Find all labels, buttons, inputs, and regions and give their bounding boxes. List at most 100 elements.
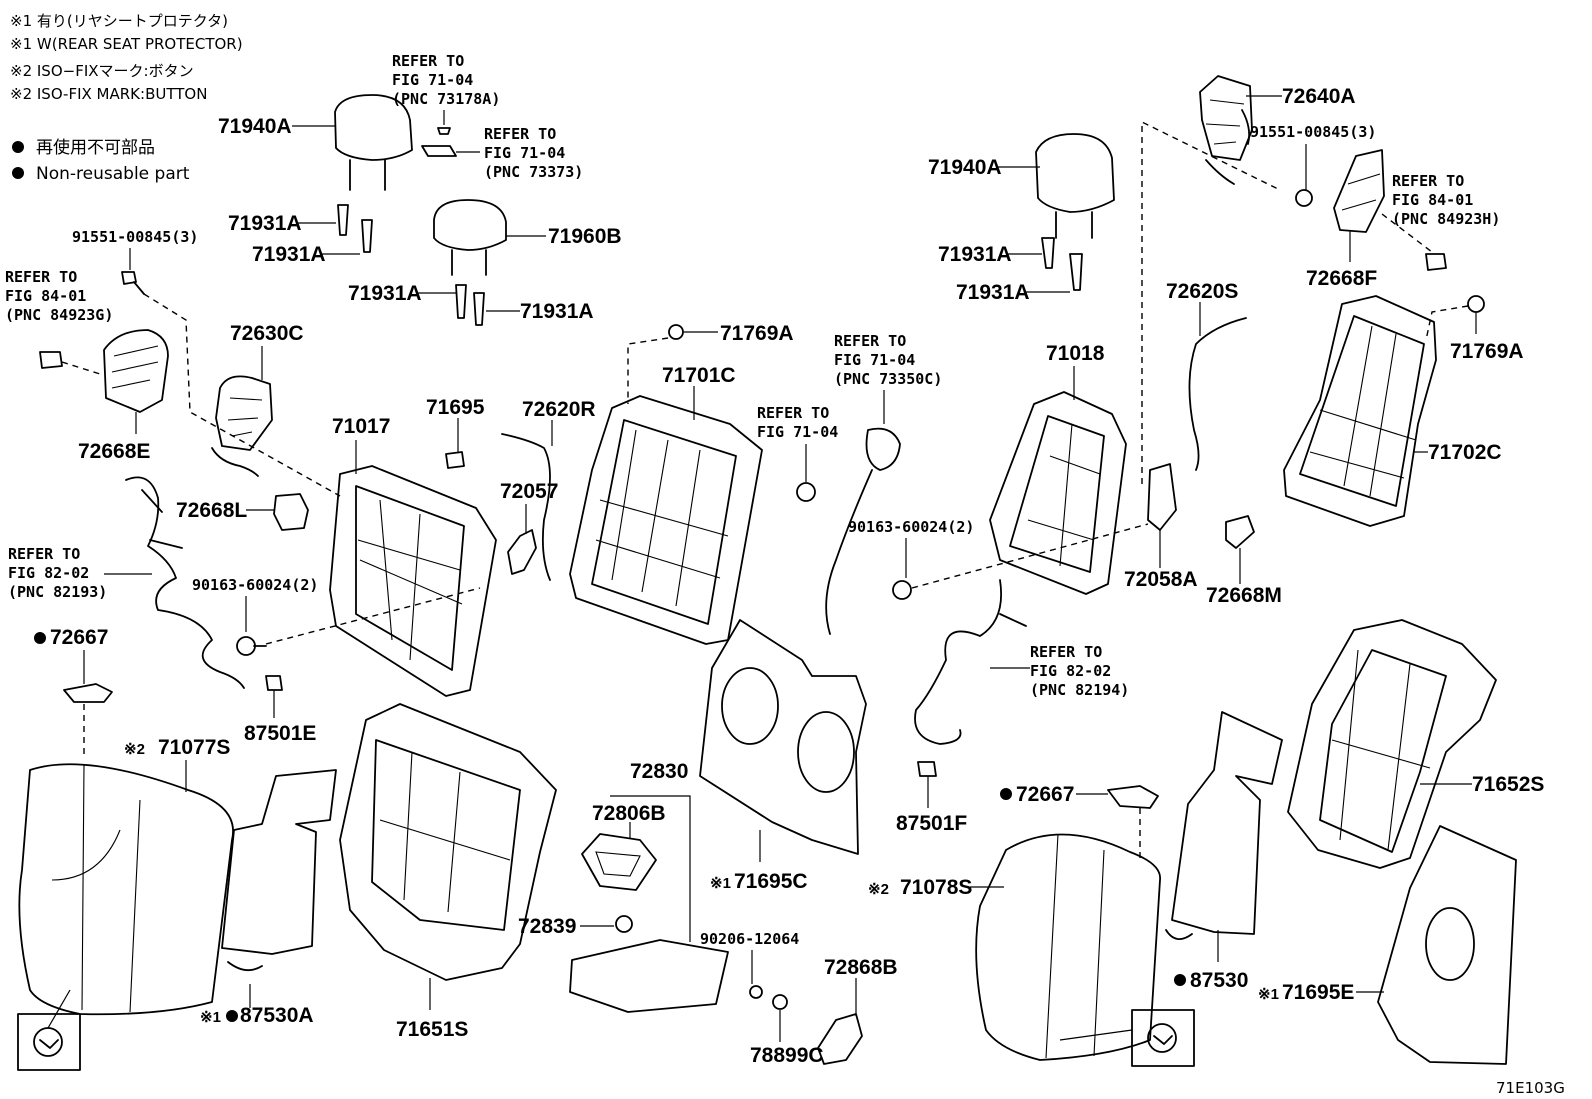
refer-line: FIG 71-04 <box>757 423 838 441</box>
label-71931A: 71931A <box>228 212 302 235</box>
part-72668M: 72668M <box>1206 515 1282 607</box>
label-72868B: 72868B <box>824 956 898 979</box>
legend-en: Non-reusable part <box>36 164 190 184</box>
part-87501F: 87501F <box>896 761 967 835</box>
legend-jp: 再使用不可部品 <box>36 137 155 158</box>
protector-71695C: ※1 71695C <box>699 619 867 893</box>
clip-72667-right: 72667 <box>1000 783 1159 860</box>
label-71078S: 71078S <box>900 876 972 899</box>
refer-73178A: REFER TO FIG 71-04 (PNC 73178A) <box>392 52 500 135</box>
label-72058A: 72058A <box>1124 568 1198 591</box>
refer-73373: REFER TO FIG 71-04 (PNC 73373) <box>421 125 583 181</box>
label-72839: 72839 <box>518 915 576 938</box>
label-72630C: 72630C <box>230 322 304 345</box>
refer-line: REFER TO <box>8 545 80 563</box>
non-reusable-dot-icon <box>12 141 24 153</box>
refer-line: (PNC 73373) <box>484 163 583 181</box>
part-87501E: 87501E <box>244 675 316 745</box>
refer-line: (PNC 73178A) <box>392 90 500 108</box>
label-90206: 90206-12064 <box>700 930 799 948</box>
refer-line: REFER TO <box>5 268 77 286</box>
label-87501E: 87501E <box>244 722 316 745</box>
back-board-71702C: 71702C <box>1283 295 1502 527</box>
note1-jp: ※1 有り(リヤシートプロテクタ) <box>10 12 228 30</box>
refer-84923G: REFER TO FIG 84-01 (PNC 84923G) <box>5 268 113 375</box>
mark-note1: ※1 <box>710 875 731 892</box>
label-87530: 87530 <box>1190 969 1248 992</box>
label-71652S: 71652S <box>1472 773 1544 796</box>
label-87501F: 87501F <box>896 812 967 835</box>
frame-71017: 71017 <box>329 415 497 697</box>
label-71931A: 71931A <box>520 300 594 323</box>
label-72668L: 72668L <box>176 499 247 522</box>
label-71931A: 71931A <box>956 281 1030 304</box>
mark-note1: ※1 <box>200 1009 221 1026</box>
clip-72667-left: 72667 <box>34 626 113 754</box>
cable-72620S: 72620S <box>1166 280 1247 471</box>
mark-note2: ※2 <box>868 881 889 898</box>
illustration-code: 71E103G <box>1496 1079 1565 1097</box>
refer-line: REFER TO <box>1392 172 1464 190</box>
label-91551: 91551-00845(3) <box>1250 123 1376 141</box>
harness-82193: REFER TO FIG 82-02 (PNC 82193) <box>8 476 245 689</box>
label-71695E: 71695E <box>1282 981 1354 1004</box>
refer-line: (PNC 82193) <box>8 583 107 601</box>
note2-en: ※2 ISO-FIX MARK:BUTTON <box>10 85 207 103</box>
refer-line: (PNC 84923H) <box>1392 210 1500 228</box>
note2-jp: ※2 ISO−FIXマーク:ボタン <box>10 62 194 80</box>
label-71702C: 71702C <box>1428 441 1502 464</box>
refer-line: (PNC 84923G) <box>5 306 113 324</box>
bolt-90163-mid: 90163-60024(2) <box>848 518 1149 600</box>
cover-72668E: 72668E <box>78 329 169 463</box>
refer-line: (PNC 73350C) <box>834 370 942 388</box>
bolt-91551-left: 91551-00845(3) <box>72 228 341 497</box>
refer-84923H: REFER TO FIG 84-01 (PNC 84923H) <box>1392 172 1500 228</box>
refer-line: FIG 82-02 <box>1030 662 1111 680</box>
cover-71078S: ※2 71078S <box>868 833 1195 1067</box>
label-71931A: 71931A <box>348 282 422 305</box>
label-71931A: 71931A <box>252 243 326 266</box>
pad-87530A: ※1 87530A <box>200 769 337 1027</box>
refer-line: FIG 71-04 <box>392 71 473 89</box>
isofix-mark-icon <box>1131 1009 1195 1067</box>
clip-71769A-mid: 71769A <box>627 322 794 404</box>
label-72668F: 72668F <box>1306 267 1377 290</box>
label-87530A: 87530A <box>240 1004 314 1027</box>
harness-82194: REFER TO FIG 82-02 (PNC 82194) <box>914 579 1129 745</box>
recliner-72630C: 72630C <box>211 322 304 477</box>
label-72806B: 72806B <box>592 802 666 825</box>
refer-line: FIG 84-01 <box>5 287 86 305</box>
cushion-71651S: 71651S <box>339 703 557 1041</box>
headrest-71940A-right: 71940A 71931A 71931A <box>928 133 1115 304</box>
label-71077S: 71077S <box>158 736 230 759</box>
label-72668M: 72668M <box>1206 584 1282 607</box>
bolt-91551-right: 91551-00845(3) <box>1250 123 1376 207</box>
refer-line: FIG 84-01 <box>1392 191 1473 209</box>
notes-block: ※1 有り(リヤシートプロテクタ) ※1 W(REAR SEAT PROTECT… <box>10 12 243 184</box>
headrest-71960B: 71960B 71931A 71931A <box>348 199 622 326</box>
protector-71695E: ※1 71695E <box>1258 825 1517 1065</box>
back-board-71701C: 71701C <box>569 364 763 645</box>
label-71769A: 71769A <box>1450 340 1524 363</box>
guides-71931A-left: 71931A 71931A <box>228 204 373 266</box>
mark-note1: ※1 <box>1258 986 1279 1003</box>
label-71960B: 71960B <box>548 225 622 248</box>
note1-en: ※1 W(REAR SEAT PROTECTOR) <box>10 35 243 53</box>
label-72620S: 72620S <box>1166 280 1238 303</box>
refer-line: REFER TO <box>392 52 464 70</box>
screw-90206: 90206-12064 78899C <box>700 930 824 1067</box>
label-71695: 71695 <box>426 396 485 419</box>
pad-87530: 87530 <box>1165 711 1283 992</box>
refer-73350C: REFER TO FIG 71-04 (PNC 73350C) <box>825 332 942 635</box>
label-71695C: 71695C <box>734 870 808 893</box>
refer-71-04-mid: REFER TO FIG 71-04 <box>757 404 838 502</box>
label-91551: 91551-00845(3) <box>72 228 198 246</box>
bolt-90163-left: 90163-60024(2) <box>192 576 481 656</box>
armrest-72830: 72830 72806B 72839 <box>518 760 729 1013</box>
clip-71769A-right: 71769A <box>1425 295 1524 363</box>
label-72667: 72667 <box>1016 783 1074 806</box>
label-90163: 90163-60024(2) <box>192 576 318 594</box>
refer-line: FIG 82-02 <box>8 564 89 582</box>
label-72830: 72830 <box>630 760 688 783</box>
label-72057: 72057 <box>500 480 558 503</box>
